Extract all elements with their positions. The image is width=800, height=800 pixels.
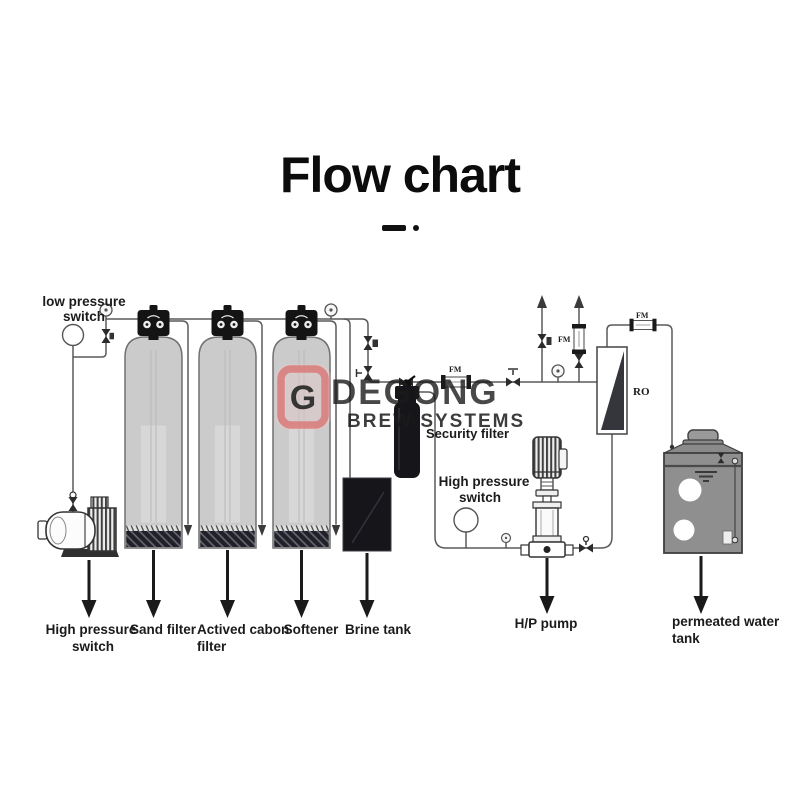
permeate-flow-meter-icon — [629, 318, 657, 332]
tank1-drain-pipe — [168, 320, 189, 525]
media-filter-tanks — [124, 304, 331, 549]
low-pressure-switch-label: low pressure — [42, 294, 126, 309]
title-underline — [0, 224, 800, 232]
check-valve-icon — [68, 491, 78, 511]
tank3-drain-pipe — [316, 320, 337, 525]
security-filter — [394, 375, 420, 478]
sand-filter-tank — [124, 304, 183, 549]
descent-valve-2-icon — [355, 366, 373, 380]
sand-filter-label: Sand filter — [130, 622, 197, 637]
diagram-labels: low pressure switch Security filter High… — [42, 294, 780, 654]
watermark-logo-letter: G — [290, 379, 316, 417]
low-pressure-switch-circle — [61, 323, 85, 347]
drain-arrowheads — [183, 295, 584, 536]
pointer-arrowheads — [81, 596, 709, 618]
drain-valve-2-icon — [574, 354, 584, 368]
tank3-drain-arrow — [331, 525, 341, 536]
drain-valve-1-icon — [537, 334, 552, 348]
high-pressure-switch-label: High pressure — [439, 474, 530, 489]
feed-top-pipe — [105, 318, 598, 383]
discharge-valve-icon — [579, 535, 593, 553]
fm-label-3: FM — [636, 311, 649, 320]
hp-pump-label: H/P pump — [515, 616, 578, 631]
pretreat-outlet-valves — [324, 303, 378, 380]
security-filter-label: Security filter — [426, 426, 509, 441]
carbon-filter-label: Actived cabon — [197, 622, 289, 637]
watermark-subtitle: BREW SYSTEMS — [347, 411, 525, 432]
feed-pump — [37, 496, 119, 557]
softener-valve-head — [284, 304, 319, 341]
brine-tank-label: Brine tank — [345, 622, 412, 637]
feed-pump-label: High pressure — [46, 622, 137, 637]
low-pressure-switch-label-2: switch — [63, 309, 105, 324]
permeate-tank-label-2: tank — [672, 631, 700, 646]
feed-valve-icon — [101, 329, 114, 343]
carbon-filter-tank — [198, 304, 257, 549]
pump-discharge-pipe — [572, 433, 613, 549]
brine-tank — [342, 477, 392, 552]
title-block: Flow chart — [0, 146, 800, 204]
ro-membrane — [596, 346, 628, 435]
fm-label-2: FM — [558, 335, 571, 344]
pipework — [72, 305, 673, 549]
watermark: G DEGONG BREW SYSTEMS — [275, 364, 525, 432]
filter-to-pump-pipe — [416, 391, 522, 549]
high-pressure-switch-label-2: switch — [459, 490, 501, 505]
high-pressure-switch-circle — [453, 507, 479, 533]
watermark-brand: DEGONG — [331, 373, 499, 412]
permeate-tank-label: permeated water — [672, 614, 780, 629]
carbon-filter-valve-head — [210, 304, 245, 341]
descent-valve-1-icon — [363, 336, 378, 350]
ro-label: RO — [633, 386, 650, 398]
concentrate-flow-meter-icon — [571, 323, 587, 355]
hp-pump — [520, 436, 574, 558]
pointer-arrows — [87, 550, 703, 600]
softener-label: Softener — [284, 622, 340, 637]
sand-filter-valve-head — [136, 304, 171, 341]
permeate-tank — [663, 429, 743, 554]
watermark-logo: G — [275, 364, 331, 430]
tank1-drain-arrow — [183, 525, 193, 536]
brine-pipe — [343, 318, 351, 478]
page-title: Flow chart — [279, 147, 521, 203]
water-level-mark-icon — [695, 471, 717, 482]
softener-outlet-gauge-icon — [324, 303, 338, 317]
underline-dot-icon — [412, 225, 419, 231]
feed-section — [37, 303, 119, 557]
underline-dash-icon — [381, 225, 406, 231]
level-indicator — [722, 457, 739, 545]
drain-riser-1-arrow-up — [537, 295, 547, 308]
gauge-branch-pipe — [72, 315, 107, 358]
feed-line-instruments — [440, 323, 587, 390]
high-pressure-loop — [453, 436, 593, 558]
tank2-drain-arrow — [257, 525, 267, 536]
drain-riser-2-arrow-up — [574, 295, 584, 308]
concentrate-gauge-icon — [551, 364, 565, 378]
feed-line-valve-icon — [506, 368, 520, 387]
carbon-filter-label-2: filter — [197, 639, 227, 654]
tank2-drain-pipe — [242, 320, 263, 525]
pump-inlet-gauge-icon — [500, 532, 512, 544]
fm-label-1: FM — [449, 365, 462, 374]
feed-pump-label-2: switch — [72, 639, 114, 654]
softener-tank — [272, 304, 331, 549]
